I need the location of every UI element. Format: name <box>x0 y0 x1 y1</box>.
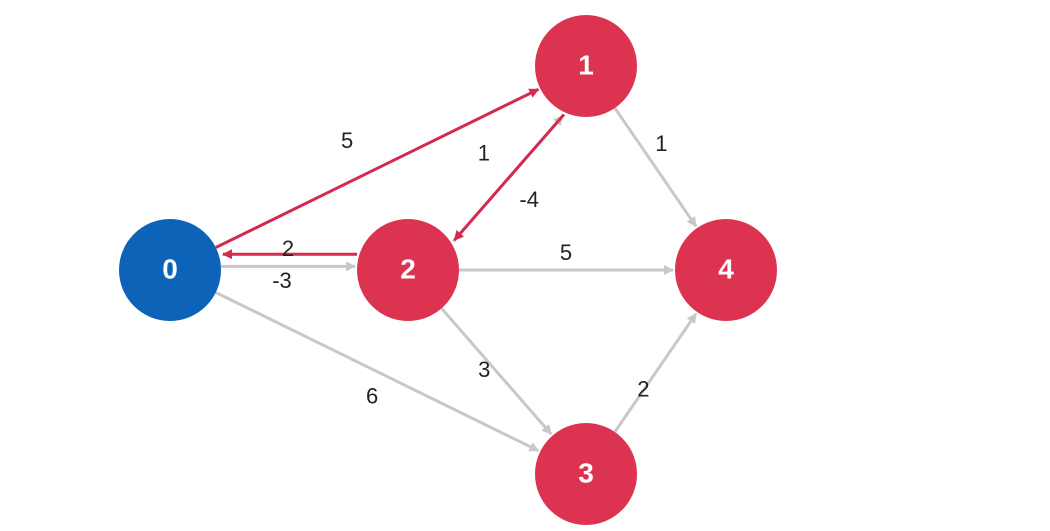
nodes-layer: 0 1 2 3 4 <box>119 15 777 525</box>
node-label-1: 1 <box>578 49 594 80</box>
edge-weight-2-to-1: 1 <box>478 141 490 166</box>
node-label-3: 3 <box>578 457 594 488</box>
node-circle-4 <box>675 219 777 321</box>
edge-1-to-4 <box>613 107 698 228</box>
edge-1-to-2 <box>453 113 566 242</box>
node-label-4: 4 <box>718 253 734 284</box>
node-circle-2 <box>357 219 459 321</box>
edge-weight-2-to-0: -3 <box>272 268 292 293</box>
edge-weight-3-to-4: 2 <box>637 377 649 402</box>
node-4: 4 <box>675 219 777 321</box>
node-circle-3 <box>535 423 637 525</box>
edge-0-to-1 <box>215 87 540 249</box>
edge-weight-1-to-4: 1 <box>655 131 667 156</box>
node-1: 1 <box>535 15 637 117</box>
edge-weight-2-to-4: 5 <box>560 240 572 265</box>
edge-labels-layer: 5 2 -3 6 1 -4 1 5 3 2 <box>272 128 667 408</box>
edge-weight-0-to-3: 6 <box>366 383 378 408</box>
edge-2-to-3 <box>440 307 553 436</box>
node-circle-0 <box>119 219 221 321</box>
node-label-2: 2 <box>400 253 416 284</box>
node-3: 3 <box>535 423 637 525</box>
edge-weight-0-to-1: 5 <box>341 128 353 153</box>
edges-layer <box>215 87 698 453</box>
edge-0-to-3 <box>215 291 540 453</box>
edge-weight-1-to-2: -4 <box>519 187 539 212</box>
edge-3-to-4 <box>613 312 698 433</box>
edge-weight-0-to-2: 2 <box>282 236 294 261</box>
node-0: 0 <box>119 219 221 321</box>
node-label-0: 0 <box>162 253 178 284</box>
node-2: 2 <box>357 219 459 321</box>
edge-weight-2-to-3: 3 <box>478 357 490 382</box>
node-circle-1 <box>535 15 637 117</box>
